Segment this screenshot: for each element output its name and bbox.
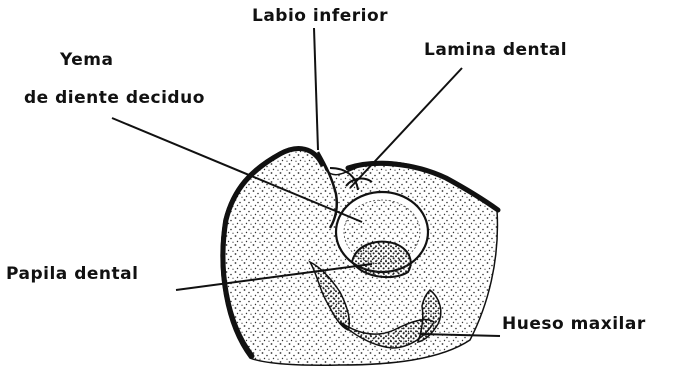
label-yema-line2: de diente deciduo [24, 90, 205, 107]
label-papila-dental: Papila dental [6, 266, 138, 283]
leader-labio [314, 28, 318, 150]
label-hueso-maxilar: Hueso maxilar [502, 316, 646, 333]
label-labio-inferior: Labio inferior [252, 8, 388, 25]
label-yema-line1: Yema [60, 52, 113, 69]
label-lamina-dental: Lamina dental [424, 42, 567, 59]
